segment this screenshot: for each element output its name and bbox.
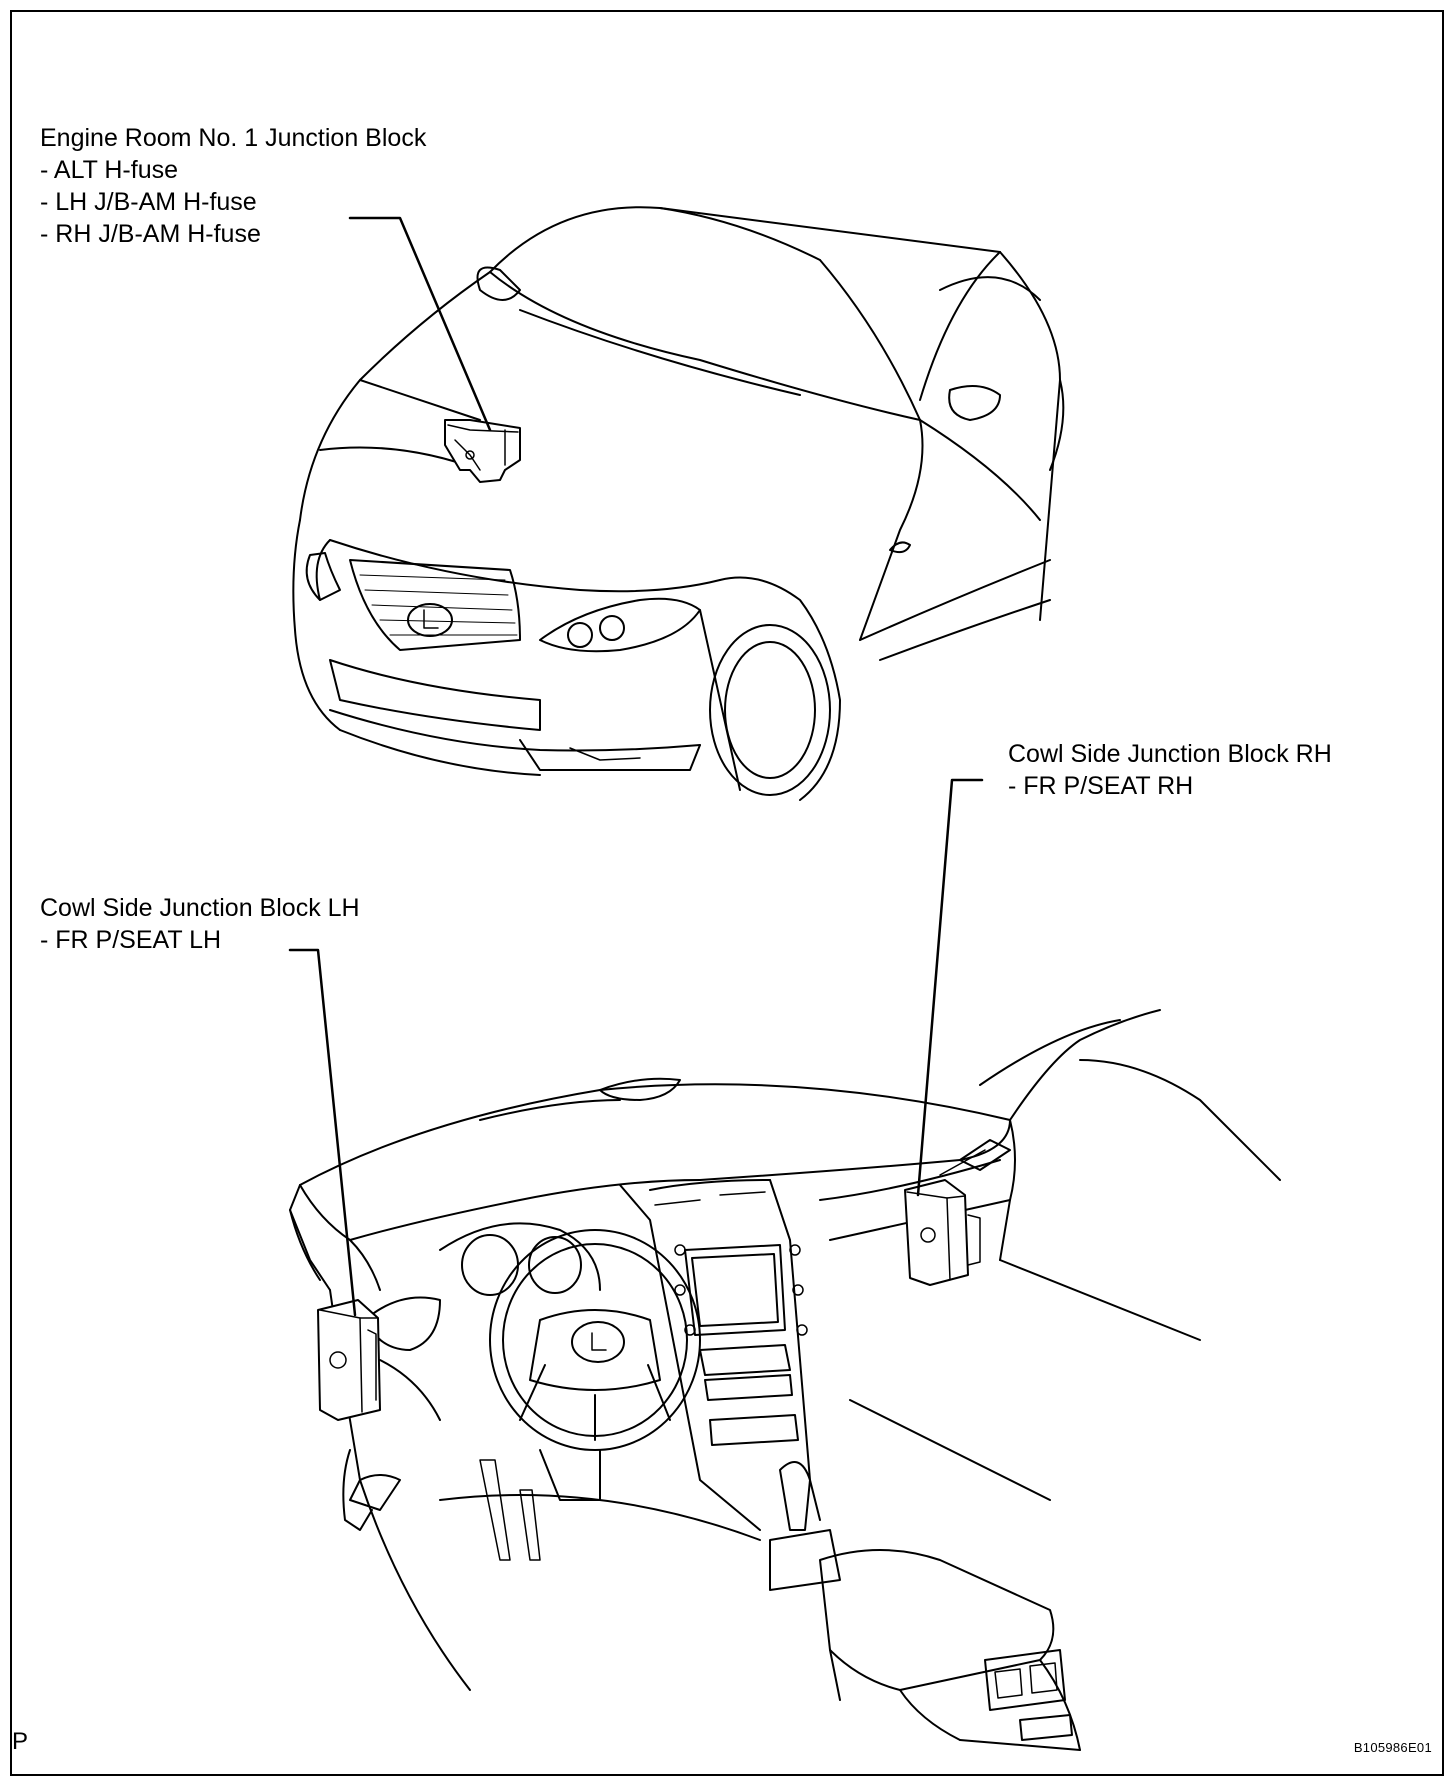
corner-mark: P	[12, 1728, 29, 1755]
figure-code: B105986E01	[1353, 1740, 1432, 1755]
cowl-junction-block-rh-label: Cowl Side Junction Block RH - FR P/SEAT …	[1008, 738, 1332, 802]
cowl-lh-title: Cowl Side Junction Block LH	[40, 894, 360, 922]
engine-room-title: Engine Room No. 1 Junction Block	[40, 124, 427, 152]
engine-room-leader-line	[348, 216, 492, 432]
cowl-junction-block-lh-label: Cowl Side Junction Block LH - FR P/SEAT …	[40, 892, 360, 956]
engine-room-item-alt: - ALT H-fuse	[40, 156, 179, 184]
cowl-rh-item: - FR P/SEAT RH	[1008, 772, 1194, 800]
cowl-rh-leader-line	[916, 778, 984, 1197]
engine-room-item-rh-jb-am: - RH J/B-AM H-fuse	[40, 220, 261, 248]
car-interior-drawing	[288, 778, 1281, 1751]
engine-room-junction-block-drawing	[444, 419, 521, 483]
car-exterior-drawing	[292, 206, 1065, 801]
cowl-junction-block-rh-drawing	[904, 1179, 981, 1286]
cowl-rh-title: Cowl Side Junction Block RH	[1008, 740, 1332, 768]
cowl-junction-block-lh-drawing	[317, 1299, 381, 1421]
diagram-frame	[10, 10, 1444, 1776]
cowl-lh-item: - FR P/SEAT LH	[40, 926, 222, 954]
engine-room-junction-block-label: Engine Room No. 1 Junction Block - ALT H…	[40, 122, 426, 250]
cowl-lh-leader-line	[288, 948, 357, 1317]
engine-room-item-lh-jb-am: - LH J/B-AM H-fuse	[40, 188, 257, 216]
